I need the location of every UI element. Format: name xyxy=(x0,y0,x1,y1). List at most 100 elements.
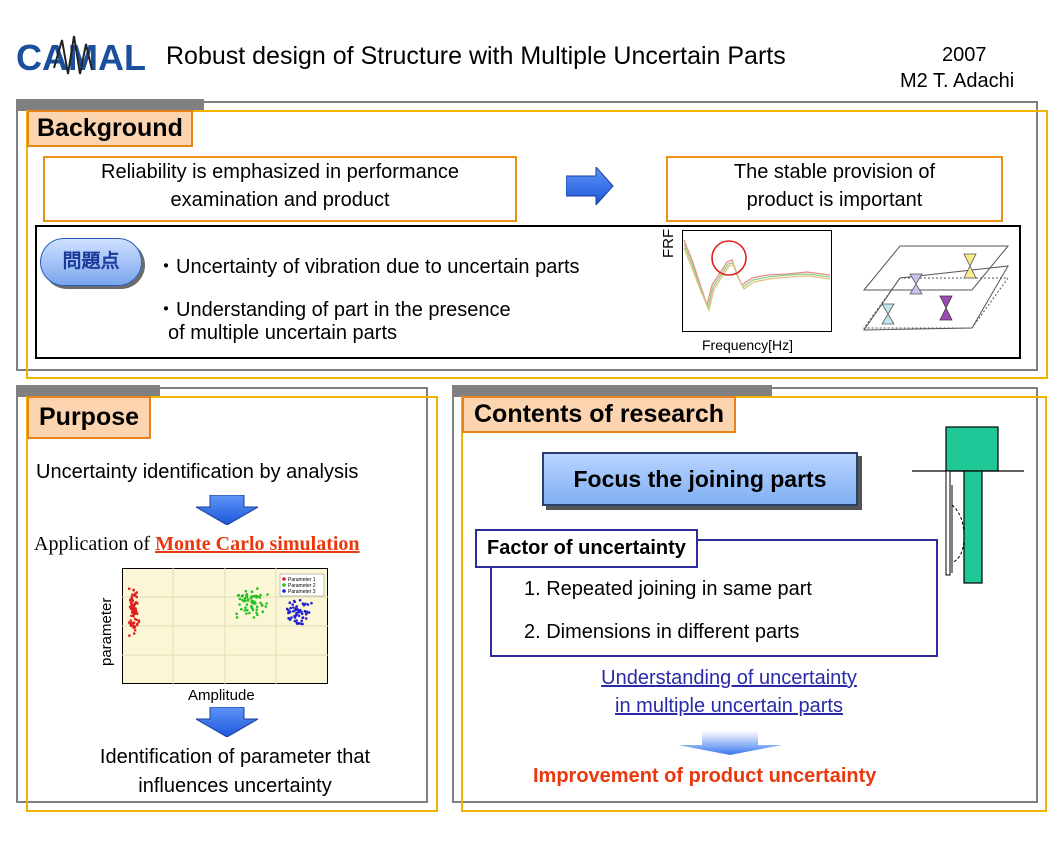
step3-line1: Identification of parameter that xyxy=(99,746,371,768)
down-arrow-icon-2 xyxy=(196,707,258,737)
cluster-3-point xyxy=(300,619,304,623)
cluster-2-point xyxy=(245,603,249,606)
cluster-2-point xyxy=(245,594,249,597)
cluster-1-point xyxy=(128,634,131,637)
cluster-2-point xyxy=(255,608,258,611)
cluster-3-point xyxy=(300,610,303,614)
legend-item-2: Parameter 2 xyxy=(288,583,316,589)
cluster-3-point xyxy=(293,616,297,619)
bolt-shank xyxy=(963,470,983,584)
cluster-1-point xyxy=(132,610,136,614)
page-title: Robust design of Structure with Multiple… xyxy=(166,42,786,70)
cluster-3-point xyxy=(291,603,294,606)
cluster-1-point xyxy=(130,614,133,618)
factor-item-2-text: . Dimensions in different parts xyxy=(535,621,800,643)
bolt-head xyxy=(945,426,999,472)
joint-left-top xyxy=(881,303,895,315)
legend-marker-1 xyxy=(282,577,286,581)
frf-peak-circle xyxy=(711,240,747,276)
down-arrow-icon-3 xyxy=(678,731,782,755)
cluster-2-point xyxy=(240,594,244,598)
cluster-1-point xyxy=(131,593,134,596)
legend-marker-2 xyxy=(282,583,286,587)
scatter-gridlines xyxy=(122,568,328,684)
bullet-understanding-line1: ・Understanding of part in the presence xyxy=(156,299,511,321)
cluster-1-point xyxy=(135,618,138,622)
cluster-2-point xyxy=(244,589,248,593)
factor-item-1-text: . Repeated joining in same part xyxy=(535,578,812,600)
bullet-uncertainty-vibration: ・Uncertainty of vibration due to uncerta… xyxy=(156,256,580,278)
contact-area xyxy=(951,504,965,564)
cluster-2-point xyxy=(255,596,258,599)
cluster-2-point xyxy=(259,593,262,597)
cluster-3-point xyxy=(295,613,298,616)
cluster-2-point xyxy=(256,613,259,617)
reliability-box: Reliability is emphasized in performance… xyxy=(43,156,517,222)
factor-item-2-num: 2 xyxy=(524,621,536,643)
cluster-1-point xyxy=(129,622,132,626)
cluster-1-point xyxy=(135,623,139,627)
contents-label: Contents of research xyxy=(462,396,737,433)
cluster-2-point xyxy=(264,605,268,608)
cluster-3-point xyxy=(295,619,298,622)
background-shadow-panel xyxy=(16,101,1038,371)
year: 2007 xyxy=(942,44,987,66)
cluster-2-point xyxy=(265,602,268,605)
cluster-3-point xyxy=(292,606,295,609)
cluster-1-point xyxy=(129,601,133,604)
cluster-2-point xyxy=(266,593,269,596)
cluster-3-point xyxy=(294,608,297,612)
cluster-3-point xyxy=(290,616,293,619)
cluster-1-point xyxy=(137,619,141,622)
stable-provision-box: The stable provision of product is impor… xyxy=(666,156,1003,222)
improvement-result: Improvement of product uncertainty xyxy=(533,765,877,787)
factor-label: Factor of uncertainty xyxy=(475,529,698,568)
cluster-2-point xyxy=(238,603,241,606)
cluster-2-point xyxy=(255,605,259,609)
cluster-2-point xyxy=(243,609,246,612)
purpose-panel xyxy=(26,396,438,812)
problem-pill: 問題点 xyxy=(40,238,142,286)
scatter-legend xyxy=(279,573,325,597)
cluster-2-point xyxy=(235,616,239,619)
cluster-1-point xyxy=(132,632,136,635)
cluster-2-point xyxy=(260,604,264,607)
joint-right-bottom xyxy=(939,307,953,321)
cluster-3-point xyxy=(301,616,304,620)
cluster-3-point xyxy=(302,603,306,607)
cluster-1-point xyxy=(135,595,139,599)
cluster-2-point xyxy=(261,610,265,613)
cluster-1-point xyxy=(131,599,135,603)
cluster-3-point xyxy=(295,621,299,625)
cluster-1-point xyxy=(132,588,135,592)
frf-curve-3 xyxy=(683,247,831,313)
plates-joints-diagram xyxy=(862,245,1010,331)
author: M2 T. Adachi xyxy=(900,70,1015,92)
cluster-3-point xyxy=(303,609,307,613)
cluster-2-point xyxy=(251,601,254,605)
legend-item-3: Parameter 3 xyxy=(288,589,316,595)
cluster-3-point xyxy=(295,606,298,610)
legend-item-1: Parameter 1 xyxy=(288,577,316,583)
cluster-3-point xyxy=(304,617,308,620)
cluster-2-point xyxy=(248,611,251,615)
cluster-1-point xyxy=(129,619,133,622)
cluster-2-point xyxy=(245,596,249,599)
joint-middle-top xyxy=(909,273,923,285)
monte-carlo-highlight: Monte Carlo simulation xyxy=(155,533,360,555)
cluster-3-point xyxy=(292,609,295,613)
bullet-understanding-line2: of multiple uncertain parts xyxy=(168,322,398,344)
down-arrow-icon-1 xyxy=(196,495,258,525)
joint-right-top xyxy=(939,295,953,309)
left-plate xyxy=(945,470,951,576)
joint-left-bottom xyxy=(881,313,895,325)
cluster-2-point xyxy=(246,608,249,612)
joint-middle-bottom xyxy=(909,283,923,295)
reliability-line2: examination and product xyxy=(170,189,390,211)
cluster-3-point xyxy=(299,622,303,625)
cluster-3-point xyxy=(293,600,296,604)
cluster-2-point xyxy=(251,608,255,612)
purpose-step2: Application of Monte Carlo simulation xyxy=(34,533,360,556)
cluster-3-point xyxy=(288,601,292,604)
logo-waveform xyxy=(53,35,93,75)
